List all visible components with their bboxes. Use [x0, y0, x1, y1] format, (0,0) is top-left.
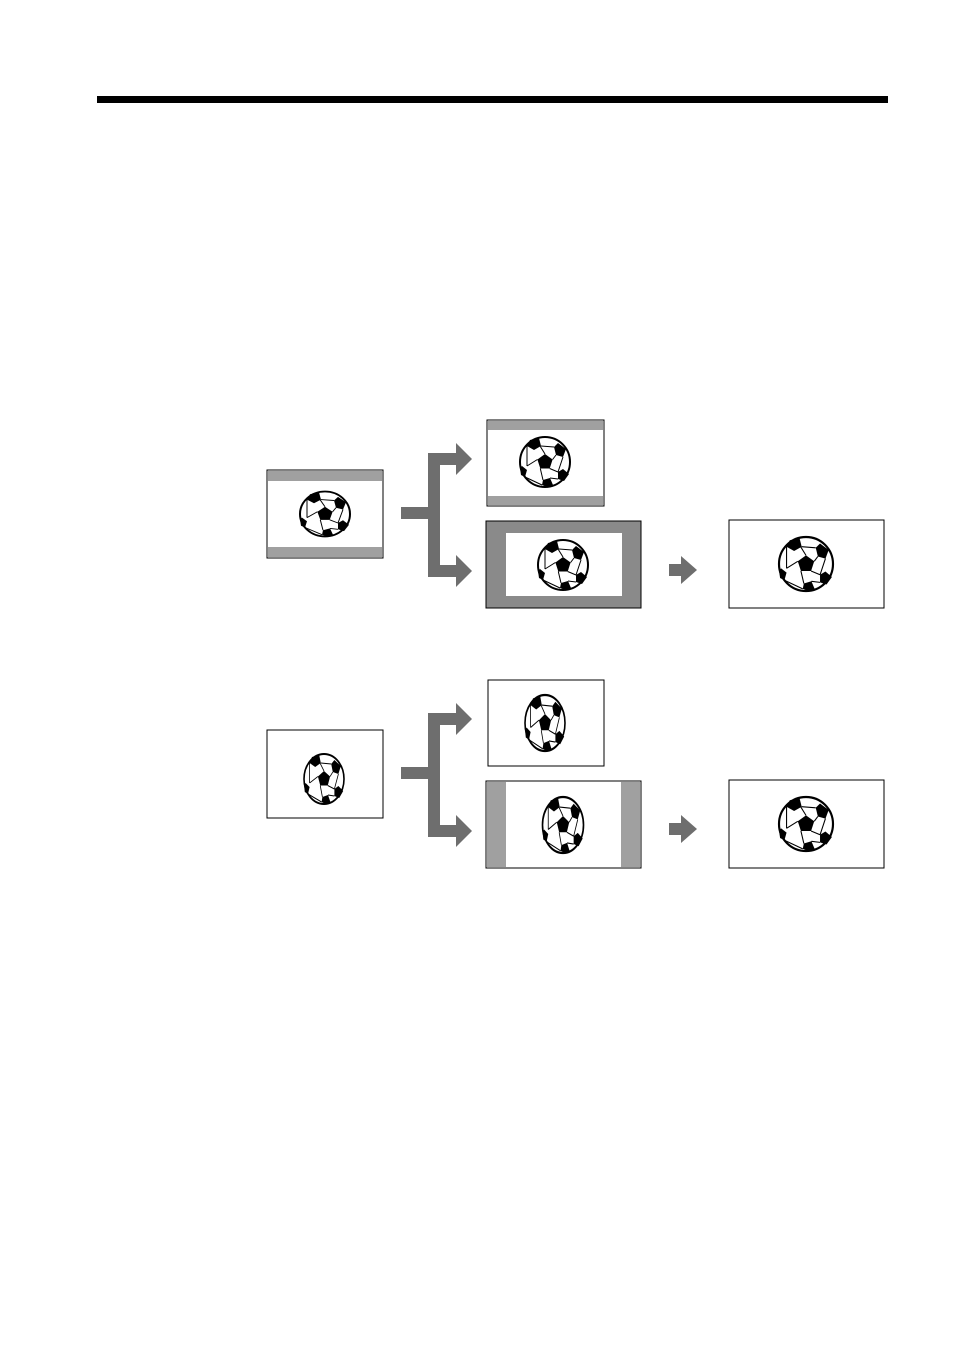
result-frame-full: [729, 520, 884, 608]
source-frame-letterbox: [267, 470, 383, 558]
row-1: [267, 420, 884, 608]
row-2: [267, 680, 884, 868]
right-arrow-icon: [669, 815, 697, 843]
output-frame-stretched: [488, 680, 604, 766]
soccer-ball-icon: [300, 492, 350, 537]
right-arrow-icon: [669, 556, 697, 584]
soccer-ball-icon: [543, 797, 584, 853]
soccer-ball-icon: [779, 537, 833, 591]
soccer-ball-icon: [538, 540, 588, 590]
soccer-ball-icon: [304, 754, 344, 804]
soccer-ball-icon: [779, 797, 833, 851]
result-frame-full: [729, 780, 884, 868]
source-frame-anamorphic: [267, 730, 383, 818]
output-frame-pillarbox: [486, 781, 641, 868]
branch-arrow-icon: [401, 443, 472, 587]
output-frame-windowbox: [486, 521, 641, 608]
branch-arrow-icon: [401, 703, 472, 847]
soccer-ball-icon: [520, 437, 570, 487]
soccer-ball-icon: [525, 695, 565, 751]
output-frame-letterbox: [487, 420, 604, 506]
